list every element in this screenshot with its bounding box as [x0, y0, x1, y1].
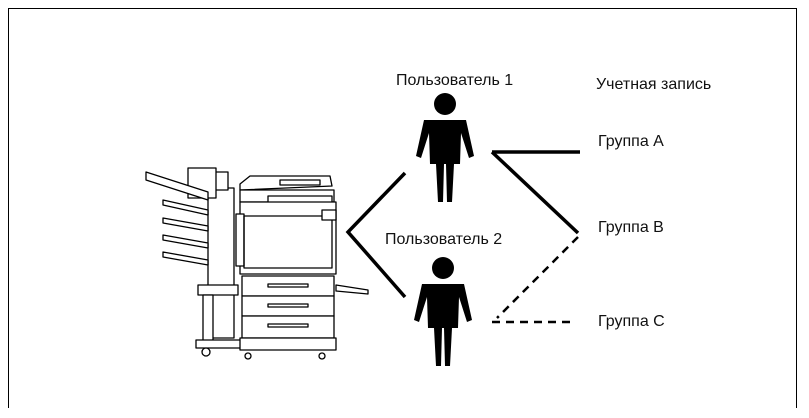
user-2-label: Пользователь 2: [385, 231, 503, 248]
link-user2-group-b: [496, 236, 579, 319]
person-icon: [416, 93, 474, 202]
link-user1-group-b: [490, 150, 580, 235]
diagram-frame: [8, 8, 797, 408]
multifunction-printer-icon: [145, 167, 369, 360]
user-1-label: Пользователь 1: [396, 72, 514, 89]
group-b-label: Группа B: [598, 219, 664, 236]
user-bracket: [345, 171, 407, 299]
group-c-label: Группа C: [598, 313, 665, 330]
person-icon: [414, 257, 472, 366]
account-header-label: Учетная запись: [596, 76, 712, 93]
group-a-label: Группа A: [598, 133, 664, 150]
